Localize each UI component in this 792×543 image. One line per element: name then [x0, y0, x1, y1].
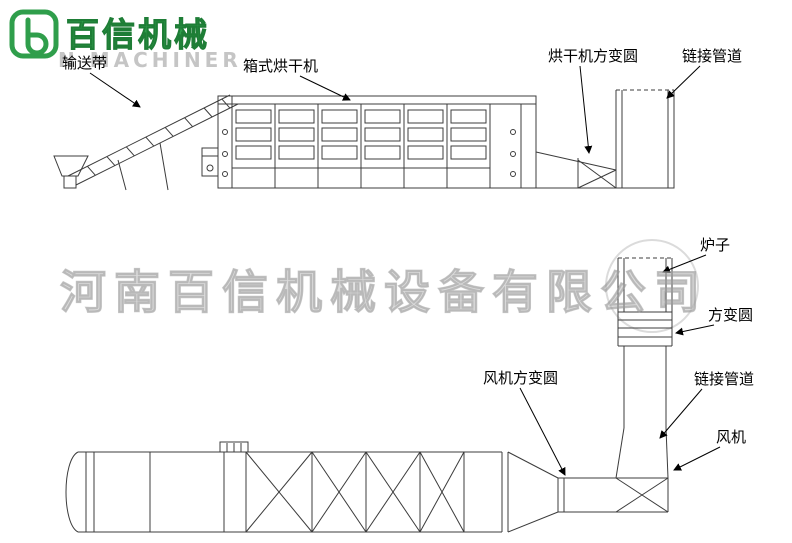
top-tower-drawing — [615, 89, 675, 189]
leader-dryer — [299, 75, 351, 101]
conveyor-drawing — [53, 94, 239, 191]
label-square-to-round: 方变圆 — [708, 306, 754, 324]
dryer-duct-drawing — [535, 151, 617, 189]
label-furnace: 炉子 — [700, 236, 731, 254]
seal-watermark-circle — [605, 239, 699, 333]
brand-logo-icon — [9, 9, 59, 59]
leader-furnace — [662, 254, 707, 274]
furnace-tower-drawing — [615, 257, 673, 513]
leader-fan-transition — [519, 387, 566, 476]
leader-fan — [673, 446, 721, 471]
leader-square-to-round — [675, 324, 715, 336]
label-dryer-transition: 烘干机方变圆 — [548, 47, 639, 65]
dryer-drawing — [201, 95, 537, 189]
bottom-tank-drawing — [65, 441, 616, 533]
label-fan-transition: 风机方变圆 — [483, 369, 559, 387]
label-right-pipe: 链接管道 — [694, 370, 755, 388]
leader-right-pipe — [659, 388, 703, 439]
leader-top-pipe — [666, 65, 701, 99]
label-dryer: 箱式烘干机 — [243, 57, 319, 75]
label-top-pipe: 链接管道 — [682, 47, 743, 65]
company-watermark: 河南百信机械设备有限公司 — [60, 265, 708, 320]
leader-dryer-transition — [579, 65, 593, 154]
brand-name: 百信机械 — [66, 15, 210, 55]
label-fan: 风机 — [716, 428, 747, 446]
leader-conveyor — [89, 72, 141, 108]
label-conveyor: 输送带 — [62, 54, 108, 72]
leader-lines — [89, 65, 721, 476]
brand-watermark-text: N MACHINER — [58, 48, 242, 72]
